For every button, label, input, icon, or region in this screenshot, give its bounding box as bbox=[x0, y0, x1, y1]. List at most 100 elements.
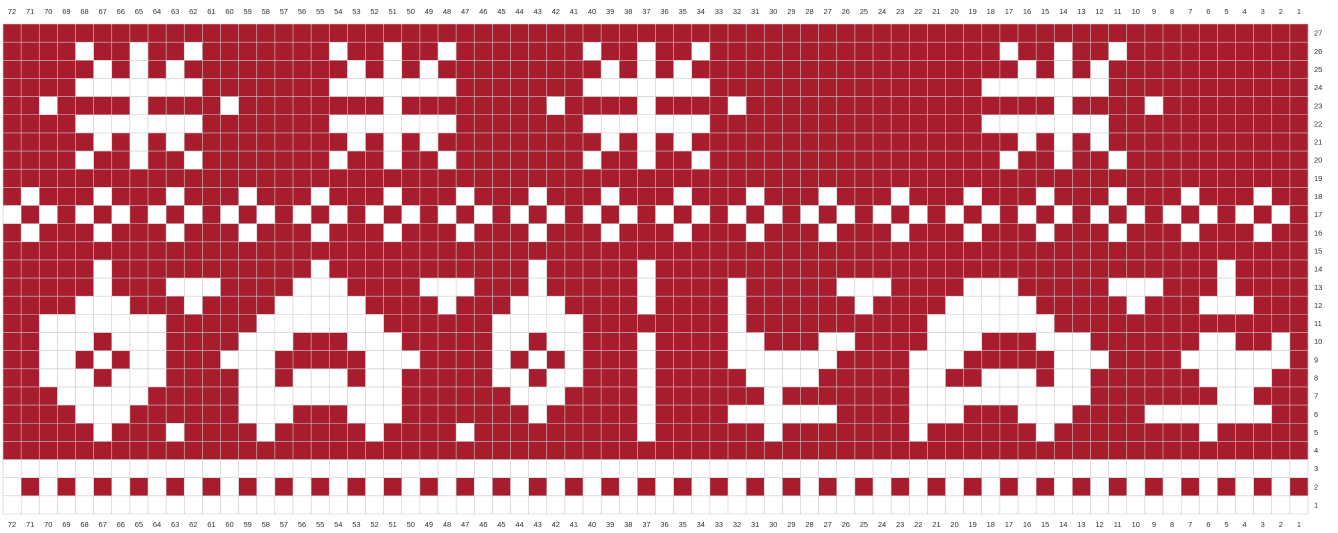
stitch-cell-r11-c47 bbox=[456, 314, 474, 332]
stitch-cell-r20-c64 bbox=[148, 151, 166, 169]
stitch-cell-r1-c51 bbox=[384, 496, 402, 514]
column-label-bottom: 38 bbox=[624, 520, 632, 529]
stitch-cell-r11-c6 bbox=[1199, 314, 1217, 332]
stitch-cell-r21-c2 bbox=[1272, 133, 1290, 151]
stitch-cell-r20-c19 bbox=[964, 151, 982, 169]
column-label-bottom: 12 bbox=[1095, 520, 1103, 529]
stitch-cell-r9-c12 bbox=[1091, 351, 1109, 369]
stitch-cell-r4-c15 bbox=[1036, 441, 1054, 459]
stitch-cell-r5-c12 bbox=[1091, 423, 1109, 441]
stitch-cell-r7-c71 bbox=[21, 387, 39, 405]
stitch-cell-r5-c38 bbox=[619, 423, 637, 441]
column-label-top: 15 bbox=[1041, 7, 1049, 16]
stitch-cell-r20-c14 bbox=[1054, 151, 1072, 169]
stitch-cell-r6-c56 bbox=[293, 405, 311, 423]
stitch-cell-r13-c52 bbox=[366, 278, 384, 296]
stitch-cell-r21-c41 bbox=[565, 133, 583, 151]
stitch-cell-r24-c59 bbox=[239, 78, 257, 96]
stitch-cell-r18-c13 bbox=[1072, 187, 1090, 205]
stitch-cell-r21-c27 bbox=[819, 133, 837, 151]
stitch-cell-r1-c5 bbox=[1217, 496, 1235, 514]
stitch-cell-r9-c34 bbox=[692, 351, 710, 369]
stitch-cell-r12-c72 bbox=[3, 296, 21, 314]
stitch-cell-r10-c57 bbox=[275, 333, 293, 351]
stitch-cell-r4-c27 bbox=[819, 441, 837, 459]
stitch-cell-r9-c71 bbox=[21, 351, 39, 369]
stitch-cell-r5-c36 bbox=[656, 423, 674, 441]
stitch-cell-r1-c61 bbox=[202, 496, 220, 514]
stitch-cell-r1-c22 bbox=[909, 496, 927, 514]
stitch-cell-r23-c55 bbox=[311, 97, 329, 115]
stitch-cell-r22-c41 bbox=[565, 115, 583, 133]
stitch-cell-r4-c70 bbox=[39, 441, 57, 459]
stitch-cell-r12-c21 bbox=[927, 296, 945, 314]
stitch-cell-r12-c30 bbox=[764, 296, 782, 314]
stitch-cell-r13-c72 bbox=[3, 278, 21, 296]
stitch-cell-r8-c68 bbox=[76, 369, 94, 387]
stitch-cell-r7-c49 bbox=[420, 387, 438, 405]
stitch-cell-r6-c51 bbox=[384, 405, 402, 423]
column-label-bottom: 40 bbox=[588, 520, 596, 529]
stitch-cell-r7-c32 bbox=[728, 387, 746, 405]
stitch-cell-r3-c48 bbox=[438, 460, 456, 478]
stitch-cell-r17-c23 bbox=[891, 205, 909, 223]
stitch-cell-r15-c40 bbox=[583, 242, 601, 260]
stitch-cell-r19-c52 bbox=[366, 169, 384, 187]
stitch-cell-r12-c59 bbox=[239, 296, 257, 314]
stitch-cell-r2-c44 bbox=[511, 478, 529, 496]
stitch-cell-r16-c39 bbox=[601, 224, 619, 242]
stitch-cell-r8-c58 bbox=[257, 369, 275, 387]
stitch-cell-r12-c68 bbox=[76, 296, 94, 314]
stitch-cell-r10-c22 bbox=[909, 333, 927, 351]
stitch-cell-r22-c7 bbox=[1181, 115, 1199, 133]
stitch-cell-r17-c15 bbox=[1036, 205, 1054, 223]
stitch-cell-r21-c59 bbox=[239, 133, 257, 151]
stitch-cell-r7-c14 bbox=[1054, 387, 1072, 405]
stitch-cell-r19-c35 bbox=[674, 169, 692, 187]
stitch-cell-r9-c41 bbox=[565, 351, 583, 369]
stitch-cell-r18-c2 bbox=[1272, 187, 1290, 205]
stitch-cell-r1-c28 bbox=[801, 496, 819, 514]
stitch-cell-r13-c55 bbox=[311, 278, 329, 296]
stitch-cell-r13-c23 bbox=[891, 278, 909, 296]
stitch-cell-r8-c31 bbox=[746, 369, 764, 387]
stitch-cell-r1-c60 bbox=[221, 496, 239, 514]
stitch-cell-r11-c7 bbox=[1181, 314, 1199, 332]
stitch-cell-r19-c17 bbox=[1000, 169, 1018, 187]
stitch-cell-r19-c22 bbox=[909, 169, 927, 187]
stitch-cell-r17-c22 bbox=[909, 205, 927, 223]
column-label-bottom: 48 bbox=[443, 520, 451, 529]
stitch-cell-r23-c63 bbox=[166, 97, 184, 115]
stitch-cell-r2-c39 bbox=[601, 478, 619, 496]
stitch-cell-r9-c8 bbox=[1163, 351, 1181, 369]
stitch-cell-r18-c37 bbox=[637, 187, 655, 205]
stitch-cell-r18-c45 bbox=[492, 187, 510, 205]
stitch-cell-r2-c19 bbox=[964, 478, 982, 496]
column-label-bottom: 21 bbox=[932, 520, 940, 529]
stitch-cell-r18-c69 bbox=[57, 187, 75, 205]
stitch-cell-r21-c13 bbox=[1072, 133, 1090, 151]
stitch-cell-r16-c40 bbox=[583, 224, 601, 242]
stitch-cell-r6-c22 bbox=[909, 405, 927, 423]
stitch-cell-r26-c15 bbox=[1036, 42, 1054, 60]
stitch-cell-r19-c53 bbox=[347, 169, 365, 187]
stitch-cell-r4-c62 bbox=[184, 441, 202, 459]
column-label-top: 26 bbox=[842, 7, 850, 16]
stitch-cell-r20-c37 bbox=[637, 151, 655, 169]
stitch-cell-r19-c54 bbox=[329, 169, 347, 187]
stitch-cell-r4-c25 bbox=[855, 441, 873, 459]
stitch-cell-r10-c33 bbox=[710, 333, 728, 351]
stitch-cell-r21-c1 bbox=[1290, 133, 1308, 151]
stitch-cell-r13-c51 bbox=[384, 278, 402, 296]
stitch-cell-r16-c37 bbox=[637, 224, 655, 242]
stitch-cell-r24-c72 bbox=[3, 78, 21, 96]
stitch-cell-r24-c1 bbox=[1290, 78, 1308, 96]
stitch-cell-r26-c37 bbox=[637, 42, 655, 60]
column-label-top: 56 bbox=[298, 7, 306, 16]
stitch-cell-r9-c46 bbox=[474, 351, 492, 369]
stitch-cell-r7-c9 bbox=[1145, 387, 1163, 405]
stitch-cell-r27-c62 bbox=[184, 24, 202, 42]
stitch-cell-r18-c70 bbox=[39, 187, 57, 205]
stitch-cell-r16-c30 bbox=[764, 224, 782, 242]
stitch-cell-r18-c60 bbox=[221, 187, 239, 205]
